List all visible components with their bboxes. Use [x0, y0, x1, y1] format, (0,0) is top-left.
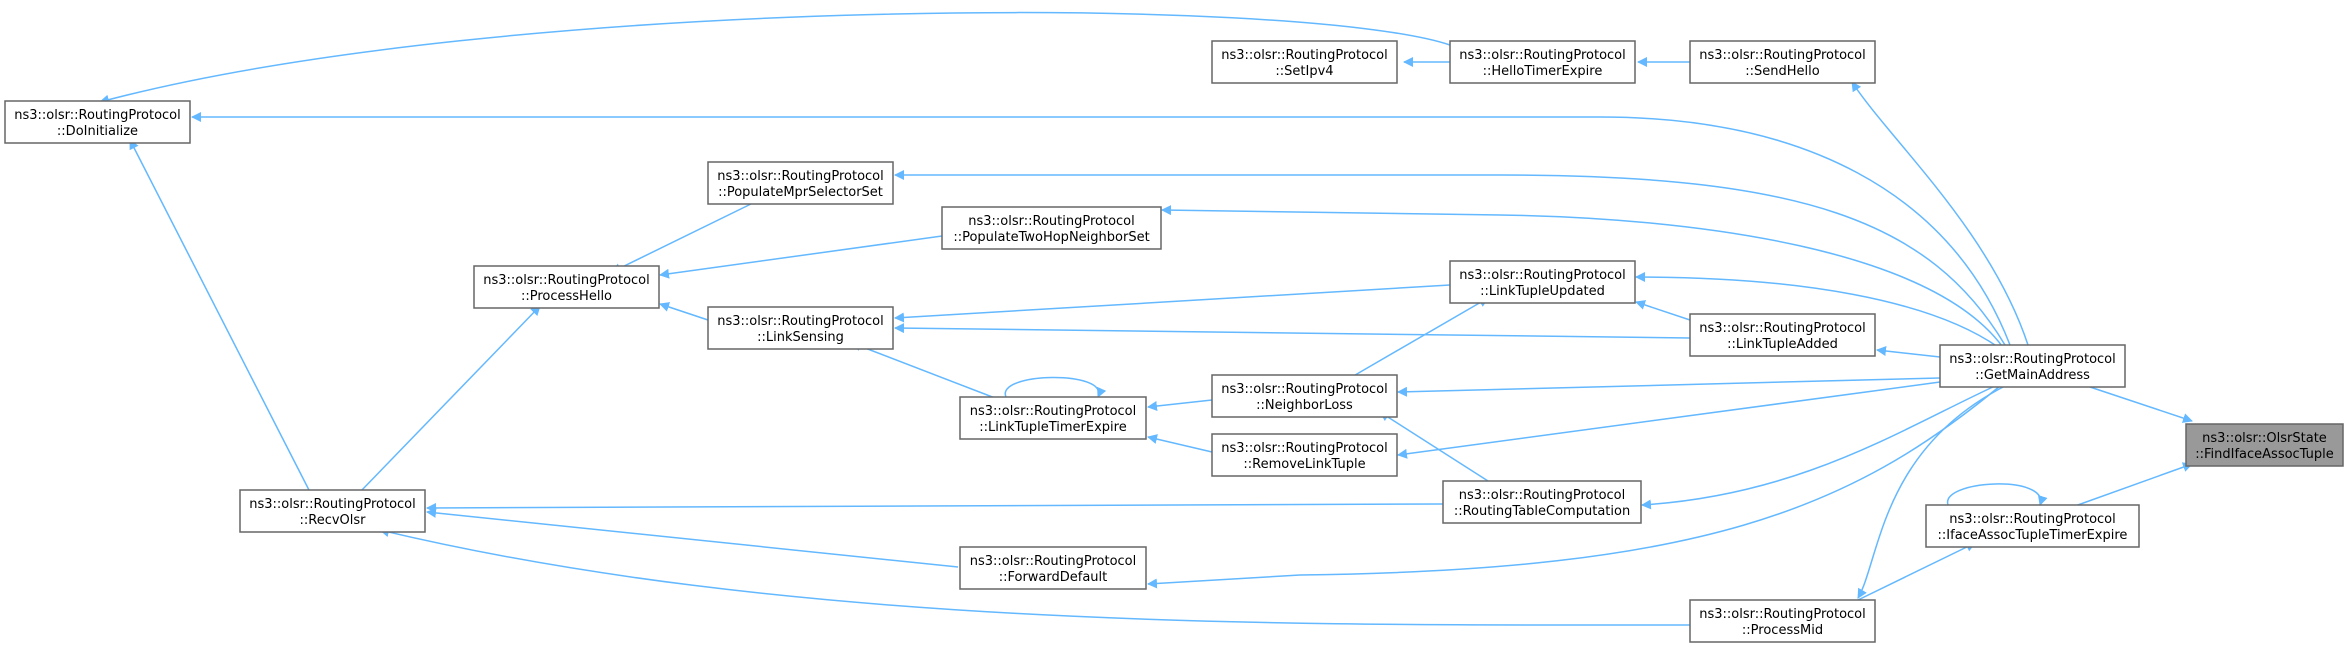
- edge-getmain-processmid: [1857, 385, 2006, 599]
- node-label-line2: ::PopulateMprSelectorSet: [718, 185, 883, 200]
- node-forward-default[interactable]: ns3::olsr::RoutingProtocol ::ForwardDefa…: [959, 546, 1147, 590]
- node-label-line1: ns3::olsr::RoutingProtocol: [249, 497, 416, 512]
- node-label-line1: ns3::olsr::RoutingProtocol: [717, 314, 884, 329]
- node-do-initialize[interactable]: ns3::olsr::RoutingProtocol ::DoInitializ…: [4, 100, 191, 144]
- node-label-line1: ns3::olsr::OlsrState: [2202, 431, 2327, 446]
- edge-getmain-doinit: [191, 112, 2011, 346]
- node-label-line2: ::LinkSensing: [757, 330, 844, 345]
- edge-linkupdated-neighborloss: [1349, 297, 1489, 379]
- node-label-line2: ::RemoveLinkTuple: [1243, 457, 1365, 472]
- edge-ifacetimer-self: [1947, 483, 2048, 506]
- edge-processmid-recvolsr: [379, 527, 1691, 626]
- node-label-line2: ::PopulateTwoHopNeighborSet: [953, 230, 1149, 245]
- edges: [99, 11, 2193, 626]
- node-get-main-address[interactable]: ns3::olsr::RoutingProtocol ::GetMainAddr…: [1939, 344, 2126, 388]
- edge-getmain-sendhello: [1851, 81, 2029, 346]
- node-label-line2: ::LinkTupleAdded: [1727, 337, 1838, 352]
- edge-getmain-populatetwo: [1161, 205, 2003, 347]
- node-process-mid[interactable]: ns3::olsr::RoutingProtocol ::ProcessMid: [1689, 599, 1876, 643]
- edge-linkadded-linkupdated: [1635, 300, 1691, 321]
- node-label-line1: ns3::olsr::RoutingProtocol: [14, 108, 181, 123]
- edge-getmain-linkupdated: [1635, 272, 1999, 348]
- edge-populatempr-processhello: [611, 201, 756, 273]
- edge-linktimer-linksensing: [851, 341, 996, 399]
- nodes: ns3::olsr::OlsrState ::FindIfaceAssocTup…: [4, 40, 2344, 643]
- edge-linktimer-self: [1004, 376, 1107, 398]
- edge-getmain-removelink: [1397, 381, 1941, 459]
- node-neighbor-loss[interactable]: ns3::olsr::RoutingProtocol ::NeighborLos…: [1211, 374, 1398, 418]
- node-label-line2: ::DoInitialize: [57, 124, 138, 139]
- node-hello-timer-expire[interactable]: ns3::olsr::RoutingProtocol ::HelloTimerE…: [1449, 40, 1636, 84]
- node-label-line2: ::ProcessHello: [521, 289, 612, 304]
- node-label-line1: ns3::olsr::RoutingProtocol: [970, 404, 1137, 419]
- edge-routingtable-recvolsr: [426, 502, 1444, 513]
- edge-getmain-linkadded: [1876, 346, 1941, 358]
- node-label-line2: ::NeighborLoss: [1256, 398, 1353, 413]
- node-label-line2: ::HelloTimerExpire: [1483, 64, 1603, 79]
- node-label-line1: ns3::olsr::RoutingProtocol: [1221, 48, 1388, 63]
- node-recv-olsr[interactable]: ns3::olsr::RoutingProtocol ::RecvOlsr: [239, 489, 426, 533]
- node-label-line1: ns3::olsr::RoutingProtocol: [1459, 488, 1626, 503]
- node-label-line1: ns3::olsr::RoutingProtocol: [717, 169, 884, 184]
- edge-getmain-neighborloss: [1397, 377, 1941, 397]
- node-label-line1: ns3::olsr::RoutingProtocol: [1459, 268, 1626, 283]
- edge-neighborloss-linktimer: [1147, 399, 1213, 411]
- node-label-line2: ::IfaceAssocTupleTimerExpire: [1938, 528, 2128, 543]
- node-label-line1: ns3::olsr::RoutingProtocol: [483, 273, 650, 288]
- node-populate-mpr-selector-set[interactable]: ns3::olsr::RoutingProtocol ::PopulateMpr…: [707, 161, 894, 205]
- node-link-sensing[interactable]: ns3::olsr::RoutingProtocol ::LinkSensing: [707, 306, 894, 350]
- node-set-ipv4[interactable]: ns3::olsr::RoutingProtocol ::SetIpv4: [1211, 40, 1398, 84]
- node-link-tuple-added[interactable]: ns3::olsr::RoutingProtocol ::LinkTupleAd…: [1689, 313, 1876, 357]
- edge-getmain-routingtable: [1641, 385, 1996, 510]
- node-label-line2: ::RecvOlsr: [299, 513, 366, 528]
- node-label-line1: ns3::olsr::RoutingProtocol: [1699, 48, 1866, 63]
- node-label-line2: ::GetMainAddress: [1975, 368, 2090, 383]
- node-label-line1: ns3::olsr::RoutingProtocol: [1459, 48, 1626, 63]
- edge-hellotimer-doinit: [99, 11, 1451, 105]
- node-label-line2: ::RoutingTableComputation: [1454, 504, 1630, 519]
- edge-getmain-populatempr: [894, 170, 2006, 346]
- node-process-hello[interactable]: ns3::olsr::RoutingProtocol ::ProcessHell…: [473, 265, 660, 309]
- node-populate-two-hop-neighbor-set[interactable]: ns3::olsr::RoutingProtocol ::PopulateTwo…: [941, 206, 1162, 250]
- node-label-line1: ns3::olsr::RoutingProtocol: [1699, 321, 1866, 336]
- node-label-line1: ns3::olsr::RoutingProtocol: [1949, 512, 2116, 527]
- edge-routingtable-neighborloss: [1379, 411, 1489, 482]
- edge-removelink-linktimer: [1147, 434, 1213, 453]
- node-label-line1: ns3::olsr::RoutingProtocol: [968, 214, 1135, 229]
- node-link-tuple-timer-expire[interactable]: ns3::olsr::RoutingProtocol ::LinkTupleTi…: [959, 396, 1147, 440]
- node-find-iface-assoc-tuple[interactable]: ns3::olsr::OlsrState ::FindIfaceAssocTup…: [2185, 423, 2344, 467]
- node-label-line2: ::ProcessMid: [1742, 623, 1823, 638]
- node-label-line2: ::ForwardDefault: [999, 570, 1108, 585]
- edge-populatetwo-processhello: [659, 235, 943, 279]
- node-label-line2: ::LinkTupleUpdated: [1480, 284, 1605, 299]
- node-iface-assoc-tuple-timer-expire[interactable]: ns3::olsr::RoutingProtocol ::IfaceAssocT…: [1925, 504, 2140, 548]
- edge-processhello-recvolsr: [359, 305, 541, 493]
- node-label-line1: ns3::olsr::RoutingProtocol: [1699, 607, 1866, 622]
- node-label-line1: ns3::olsr::RoutingProtocol: [1949, 352, 2116, 367]
- node-remove-link-tuple[interactable]: ns3::olsr::RoutingProtocol ::RemoveLinkT…: [1211, 433, 1398, 477]
- node-send-hello[interactable]: ns3::olsr::RoutingProtocol ::SendHello: [1689, 40, 1876, 84]
- edge-ifacetimer-findiface: [2074, 462, 2193, 507]
- edge-doinit-recvolsr: [129, 139, 311, 493]
- edge-linkupdated-linksensing: [894, 284, 1451, 323]
- edge-getmain-forwarddefault: [1147, 385, 2001, 589]
- edge-processmid-ifacetimer: [1857, 542, 1976, 601]
- node-label-line1: ns3::olsr::RoutingProtocol: [1221, 382, 1388, 397]
- edge-forwarddefault-recvolsr: [426, 507, 959, 568]
- node-link-tuple-updated[interactable]: ns3::olsr::RoutingProtocol ::LinkTupleUp…: [1449, 260, 1636, 304]
- node-label-line1: ns3::olsr::RoutingProtocol: [970, 554, 1137, 569]
- edge-getmain-findiface: [2089, 386, 2193, 423]
- node-label-line2: ::SendHello: [1745, 64, 1819, 79]
- node-routing-table-computation[interactable]: ns3::olsr::RoutingProtocol ::RoutingTabl…: [1442, 480, 1642, 524]
- edge-linksensing-processhello: [659, 302, 709, 321]
- node-label-line2: ::LinkTupleTimerExpire: [979, 420, 1126, 435]
- node-label-line2: ::SetIpv4: [1275, 64, 1333, 79]
- node-label-line1: ns3::olsr::RoutingProtocol: [1221, 441, 1388, 456]
- node-label-line2: ::FindIfaceAssocTuple: [2195, 447, 2334, 462]
- edge-linkadded-linksensing: [894, 323, 1691, 339]
